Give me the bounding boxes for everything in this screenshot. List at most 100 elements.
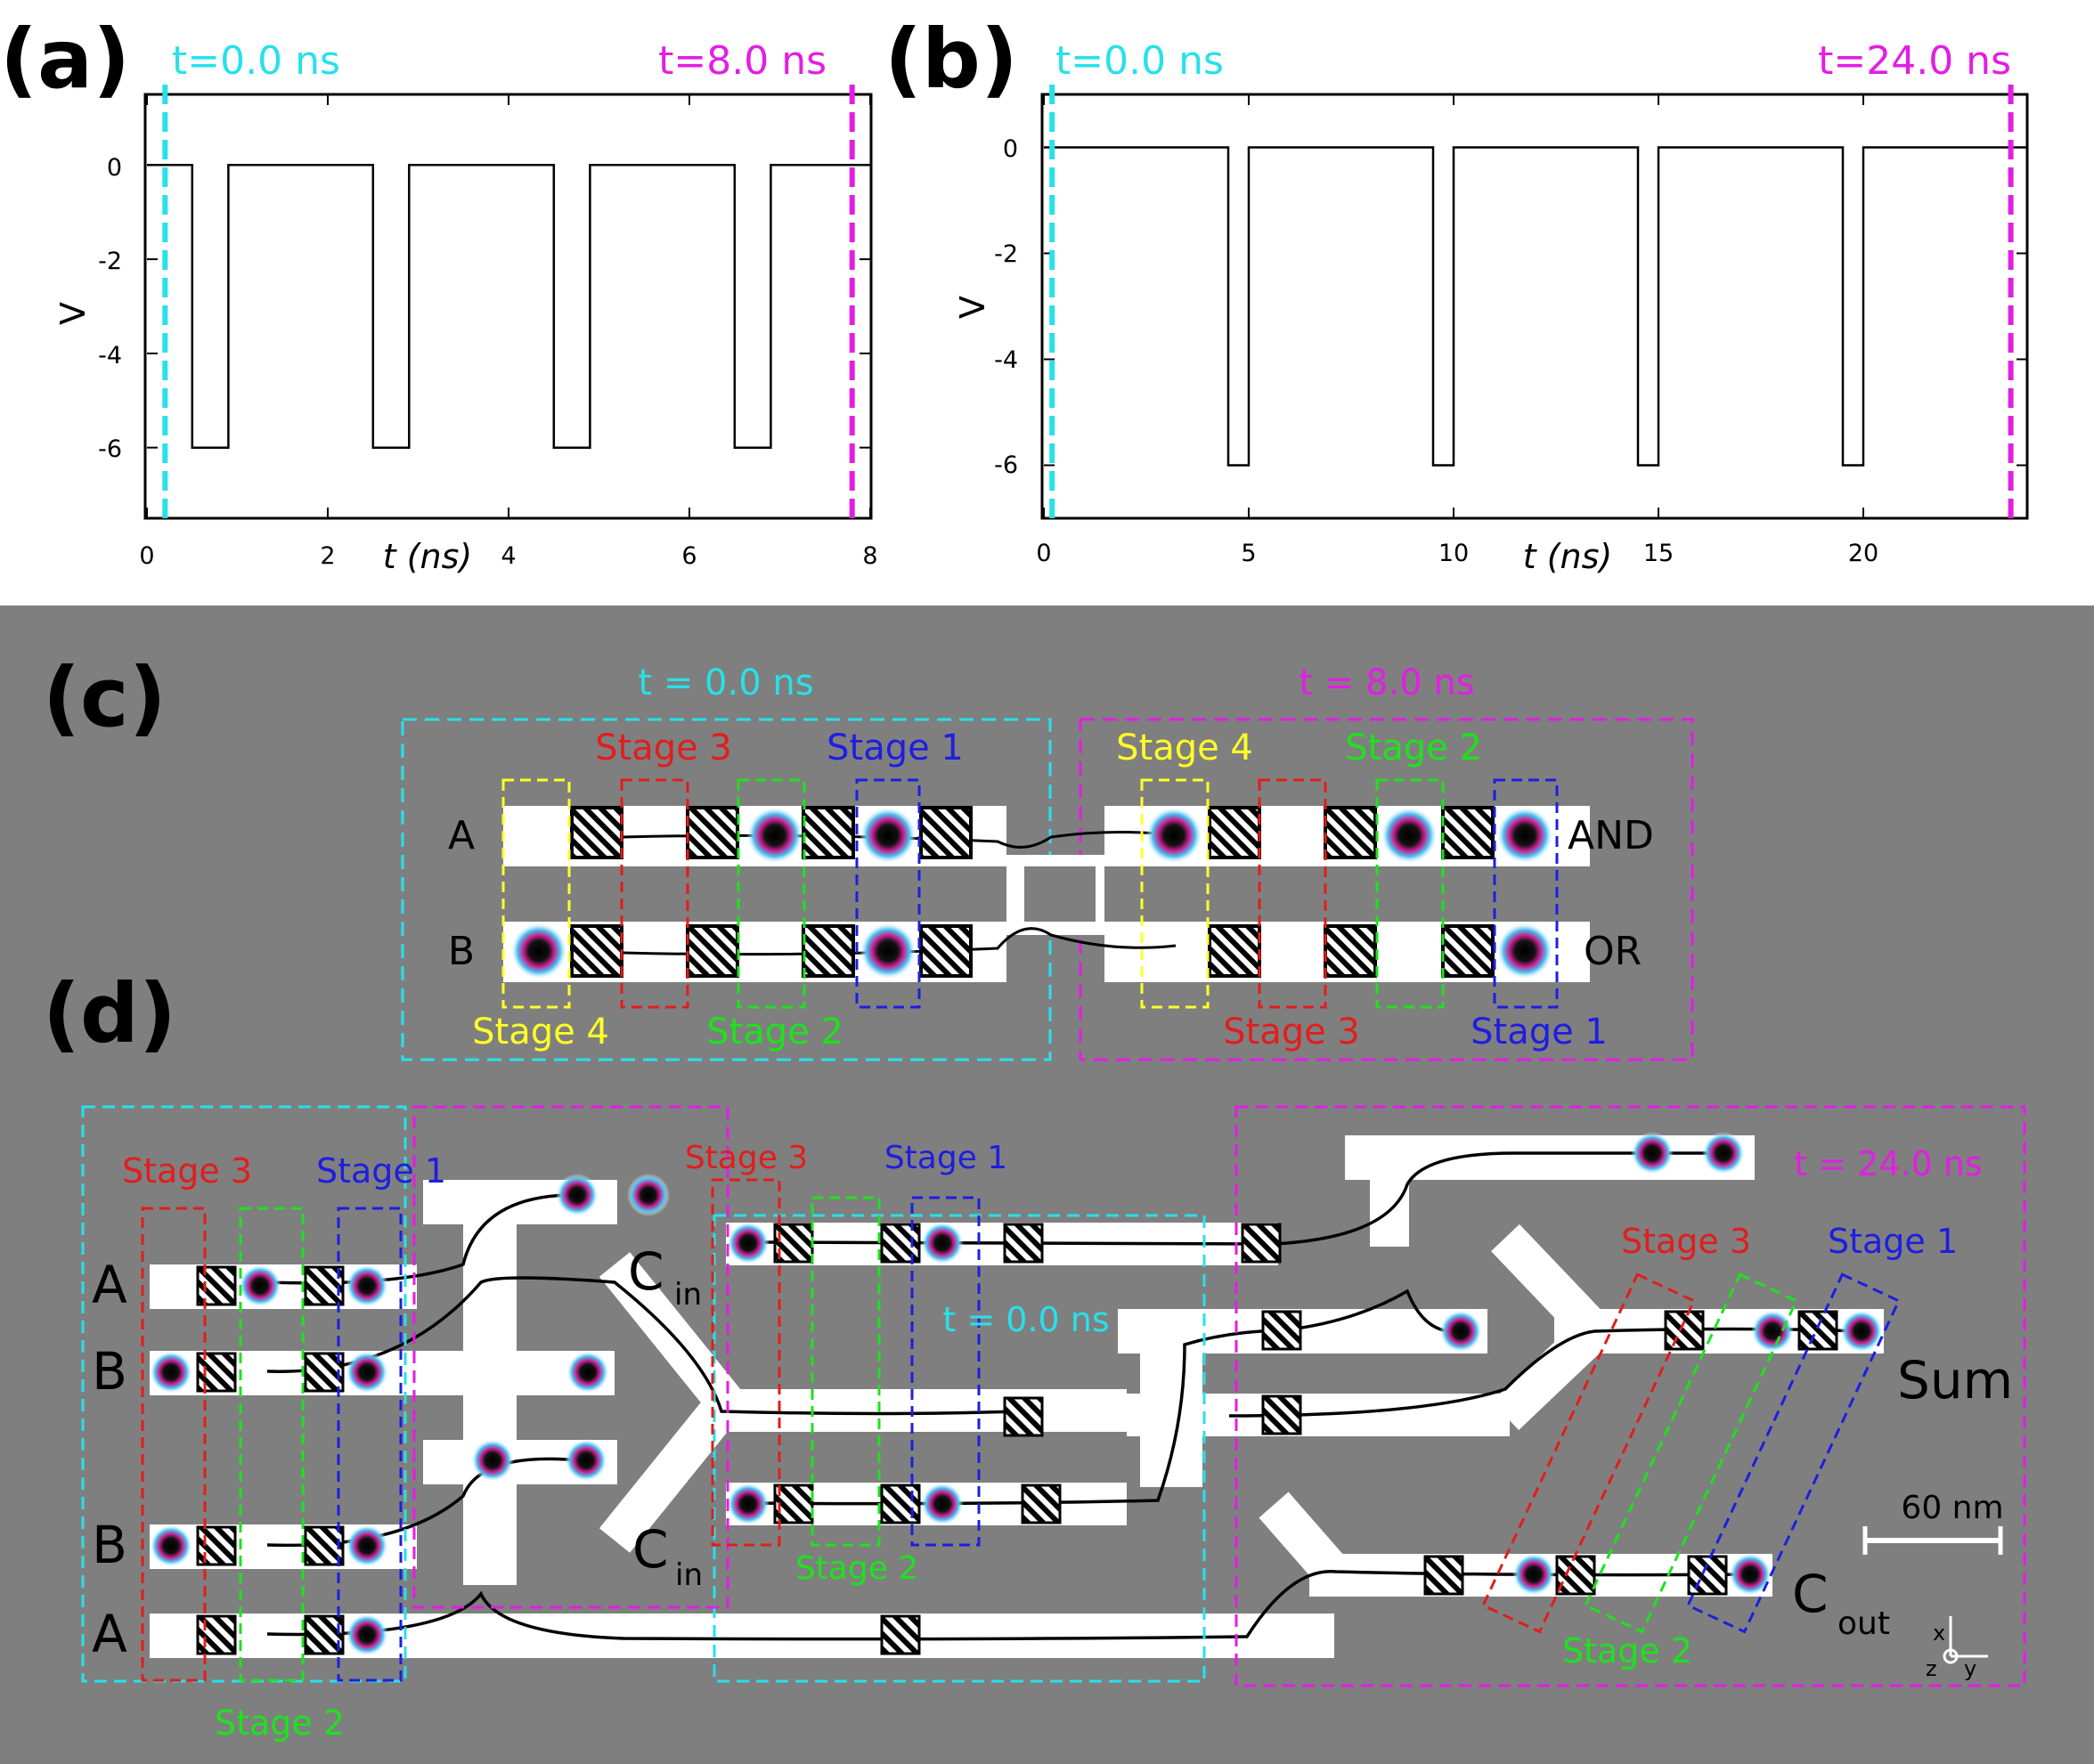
chart-a-ytick: -4: [98, 342, 122, 370]
c-skyrmion: [510, 923, 567, 980]
chart-b-xtick: 15: [1643, 540, 1674, 567]
d-branch: [1491, 1223, 1609, 1345]
d-notch: [304, 1614, 345, 1655]
chart-b-xtick: 0: [1036, 540, 1051, 567]
d-track: [1118, 1309, 1487, 1353]
d-skyrmion: [346, 1524, 388, 1567]
d-scale-bar-label: 60 nm: [1901, 1490, 2003, 1526]
c-stage-label: Stage 4: [1116, 728, 1253, 768]
chart-b-ytick: -4: [994, 346, 1018, 374]
c-time-box-end: [1079, 718, 1694, 1061]
d-notch: [880, 1223, 921, 1264]
c-notch: [686, 924, 739, 978]
d-axis-label-y: y: [1964, 1656, 1976, 1681]
chart-b-marker-end-label: t=24.0 ns: [1818, 38, 2011, 84]
d-stage-label: Stage 1: [884, 1140, 1007, 1176]
c-notch: [802, 924, 855, 978]
d-carry-out-subscript: out: [1837, 1605, 1890, 1642]
c-stage-box-4: [501, 778, 571, 1009]
d-notch: [1241, 1223, 1282, 1264]
d-notch: [196, 1265, 237, 1306]
chart-a-xtick: 6: [681, 542, 697, 570]
d-skyrmion: [1729, 1553, 1772, 1596]
d-stage-box-2: [1584, 1272, 1798, 1634]
d-carry-in-label: C: [632, 1519, 669, 1580]
chart-a-marker-start-label: t=0.0 ns: [172, 38, 340, 84]
d-input-label-b: B: [92, 1341, 127, 1402]
d-notch: [1021, 1484, 1062, 1524]
panel-b-label: (b): [884, 12, 1018, 107]
chart-b-ytick: -6: [994, 451, 1018, 479]
d-skyrmion: [239, 1264, 281, 1307]
d-carry-out-label: C: [1792, 1564, 1829, 1624]
d-notch: [196, 1352, 237, 1393]
d-notch: [196, 1614, 237, 1655]
c-stage-box-2: [737, 778, 806, 1009]
c-trajectory-a: [623, 830, 1177, 849]
chart-a-ytick: -6: [98, 435, 122, 463]
d-scale-bar: 60 nm: [1862, 1490, 2004, 1555]
c-junction-gap: [1024, 866, 1096, 922]
d-carry-in-subscript: in: [675, 1557, 703, 1593]
d-notch: [1555, 1555, 1596, 1596]
d-carry-in-subscript: in: [674, 1277, 702, 1313]
chart-a-ytick: -2: [98, 248, 122, 275]
panel-c-label: (c): [43, 650, 167, 745]
c-notch: [570, 806, 623, 859]
d-stage-label: Stage 2: [1562, 1631, 1692, 1671]
d-skyrmion: [346, 1351, 388, 1394]
c-notch: [802, 806, 855, 859]
d-branch: [1259, 1492, 1351, 1589]
d-skyrmion: [1631, 1132, 1674, 1175]
d-skyrmion: [727, 1222, 770, 1264]
c-notch: [1441, 806, 1495, 859]
d-skyrmion: [921, 1483, 964, 1525]
d-stage-label: Stage 3: [685, 1140, 808, 1176]
c-stage-box-2: [1375, 778, 1445, 1009]
d-track: [1345, 1135, 1755, 1180]
chart-b-marker-start-label: t=0.0 ns: [1055, 38, 1224, 84]
c-input-label-b: B: [448, 929, 475, 974]
d-axis-z-icon: [1943, 1648, 1959, 1664]
panel-d-full-adder: (d): [43, 966, 2026, 1743]
d-notch: [1687, 1555, 1728, 1596]
d-stage-label: Stage 3: [122, 1151, 252, 1191]
d-notch: [1797, 1310, 1838, 1351]
c-notch: [1324, 806, 1377, 859]
d-notch: [304, 1352, 345, 1393]
panel-a-chart: (a) 0 2 4 6 8 0 -2 -4 -6 t (ns) V t=0.0 …: [0, 12, 878, 576]
chart-b-xtick: 5: [1241, 540, 1256, 567]
chart-b-xlabel: t (ns): [1523, 537, 1613, 576]
d-notch: [196, 1525, 237, 1566]
d-skyrmion: [627, 1174, 670, 1216]
chart-b-ylabel: V: [953, 296, 992, 319]
c-stage-box-3: [620, 778, 689, 1009]
d-trajectory: [266, 1276, 1016, 1416]
c-stage-box-1: [1493, 778, 1559, 1009]
chart-a-ticks: [146, 94, 871, 518]
c-stage-label: Stage 1: [827, 728, 964, 768]
c-stage-box-1: [855, 778, 921, 1009]
d-skyrmion: [1840, 1310, 1883, 1353]
d-notch: [880, 1614, 921, 1655]
chart-b-ytick: 0: [1003, 135, 1018, 163]
c-output-label-or: OR: [1584, 929, 1642, 974]
d-stage-box-2: [811, 1196, 881, 1547]
chart-a-series-line: [147, 164, 870, 449]
c-skyrmion: [1496, 923, 1553, 980]
c-skyrmions: [510, 807, 1553, 980]
c-stage-box-4: [1140, 778, 1210, 1009]
d-notch: [304, 1265, 345, 1306]
c-stage-label: Stage 2: [1345, 728, 1482, 768]
d-axis-label-z: z: [1926, 1656, 1937, 1681]
d-stage-label: Stage 3: [1621, 1222, 1751, 1261]
panel-a-label: (a): [0, 12, 130, 107]
panel-b-chart: (b) 0 5 10 15 20 0 -2 -4 -6 t (ns) V t=0…: [884, 12, 2029, 576]
d-skyrmion: [566, 1351, 609, 1394]
d-skyrmion: [727, 1483, 770, 1525]
chart-a-xtick: 4: [501, 542, 516, 570]
chart-a-marker-end-label: t=8.0 ns: [658, 38, 827, 84]
d-time-box-end-left: [412, 1105, 729, 1609]
chart-b-xtick: 10: [1438, 540, 1469, 567]
d-sum-label: Sum: [1897, 1350, 2013, 1410]
